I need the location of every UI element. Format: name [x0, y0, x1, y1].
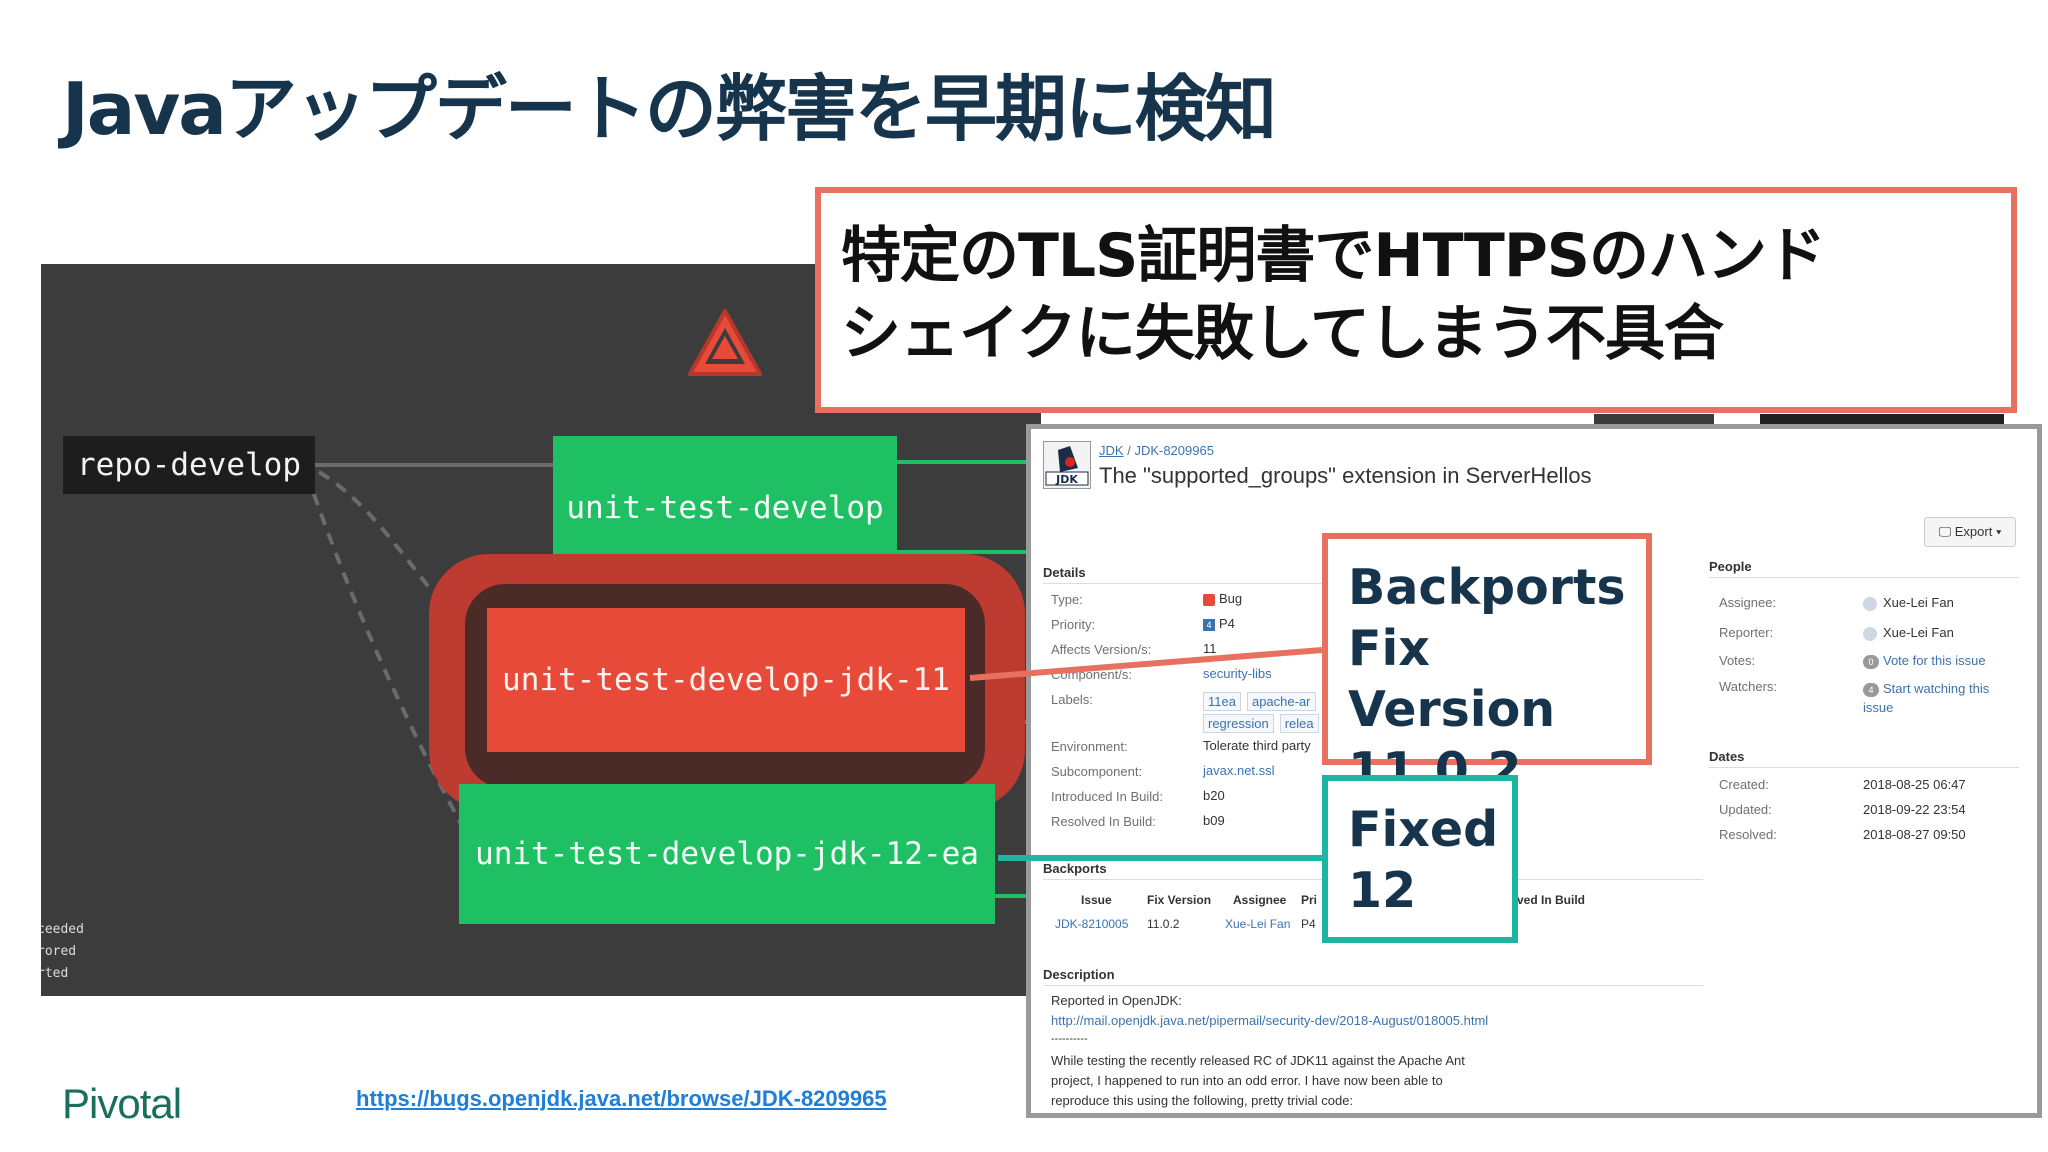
- breadcrumb-issue[interactable]: JDK-8209965: [1134, 443, 1214, 458]
- description-line: Reported in OpenJDK:: [1051, 993, 1182, 1008]
- details-type-value: Bug: [1203, 591, 1242, 606]
- description-link[interactable]: http://mail.openjdk.java.net/pipermail/s…: [1051, 1013, 1489, 1028]
- bug-summary-line-1: 特定のTLS証明書でHTTPSのハンド: [841, 221, 1826, 291]
- description-paragraph: reproduce this using the following, pret…: [1051, 1093, 1354, 1108]
- backports-col-assignee: Assignee: [1233, 893, 1287, 907]
- export-button[interactable]: 🖵 Export ▾: [1924, 517, 2016, 547]
- details-priority-label: Priority:: [1051, 617, 1096, 632]
- legend-succeeded: ceeded: [41, 922, 84, 937]
- created-label: Created:: [1719, 777, 1769, 792]
- backports-heading: Backports: [1043, 861, 1107, 876]
- background-strip: [1760, 414, 2004, 424]
- backports-callout-line: Fix Version: [1348, 620, 1556, 738]
- resolved-date-label: Resolved:: [1719, 827, 1777, 842]
- job-unit-test-develop-jdk-12-ea[interactable]: unit-test-develop-jdk-12-ea: [459, 784, 995, 924]
- issue-summary: The "supported_groups" extension in Serv…: [1099, 463, 1592, 488]
- details-component-value[interactable]: security-libs: [1203, 666, 1272, 681]
- details-type-label: Type:: [1051, 592, 1083, 607]
- details-resolved-label: Resolved In Build:: [1051, 814, 1156, 829]
- fixed-callout-version: 12: [1348, 862, 1417, 919]
- legend-errored: rored: [41, 944, 77, 959]
- description-heading: Description: [1043, 967, 1115, 982]
- backports-col-issue: Issue: [1081, 893, 1112, 907]
- label-tag[interactable]: regression: [1203, 714, 1274, 733]
- backport-priority: P4: [1301, 917, 1316, 931]
- description-paragraph: While testing the recently released RC o…: [1051, 1053, 1465, 1068]
- label-tag[interactable]: apache-ar: [1246, 692, 1316, 711]
- details-affects-label: Affects Version/s:: [1051, 642, 1152, 657]
- assignee-label: Assignee:: [1719, 595, 1777, 610]
- backport-fix-version: 11.0.2: [1147, 917, 1180, 931]
- updated-value: 2018-09-22 23:54: [1863, 802, 1966, 817]
- details-introduced-value: b20: [1203, 788, 1225, 803]
- details-affects-value: 11: [1203, 641, 1217, 656]
- details-labels-value: 11ea apache-ar regression relea: [1203, 691, 1333, 735]
- background-strip: [1594, 414, 1714, 424]
- avatar: [1863, 596, 1877, 611]
- legend-aborted: rted: [41, 966, 69, 981]
- assignee-value[interactable]: Xue-Lei Fan: [1863, 595, 1954, 611]
- backports-col-resolved-build: ved In Build: [1517, 893, 1586, 907]
- backports-callout-line: Backports: [1348, 559, 1626, 616]
- fixed-callout-line: Fixed: [1348, 801, 1499, 858]
- label-tag[interactable]: 11ea: [1203, 692, 1241, 711]
- slide-title: Javaアップデートの弊害を早期に検知: [62, 67, 1277, 151]
- details-subcomponent-value[interactable]: javax.net.ssl: [1203, 763, 1275, 778]
- details-subcomponent-label: Subcomponent:: [1051, 764, 1143, 779]
- backports-col-priority: Pri: [1301, 893, 1318, 907]
- breadcrumb-separator: /: [1127, 443, 1131, 458]
- export-label: Export: [1954, 524, 1993, 539]
- avatar: [1863, 626, 1877, 641]
- people-heading: People: [1709, 559, 1752, 574]
- watchers-label: Watchers:: [1719, 679, 1778, 694]
- backports-col-fix-version: Fix Version: [1147, 893, 1212, 907]
- votes-label: Votes:: [1719, 653, 1756, 668]
- source-link[interactable]: https://bugs.openjdk.java.net/browse/JDK…: [356, 1086, 887, 1111]
- bug-icon: [1203, 593, 1215, 606]
- updated-label: Updated:: [1719, 802, 1772, 817]
- description-paragraph: project, I happened to run into an odd e…: [1051, 1073, 1443, 1088]
- backports-callout: Backports Fix Version 11.0.2: [1322, 533, 1652, 799]
- resolved-date-value: 2018-08-27 09:50: [1863, 827, 1966, 842]
- details-resolved-value: b09: [1203, 813, 1225, 828]
- priority-icon: 4: [1203, 618, 1215, 631]
- export-icon: 🖵: [1938, 524, 1952, 539]
- chevron-down-icon: ▾: [1995, 524, 2002, 539]
- dates-heading: Dates: [1709, 749, 1745, 764]
- label-tag[interactable]: relea: [1279, 714, 1319, 733]
- fixed-callout: Fixed 12: [1322, 775, 1518, 943]
- job-unit-test-develop-jdk-11[interactable]: unit-test-develop-jdk-11: [487, 608, 965, 752]
- reporter-value[interactable]: Xue-Lei Fan: [1863, 625, 1954, 641]
- bug-summary-text: 特定のTLS証明書でHTTPSのハンド シェイクに失敗してしまう不具合: [841, 217, 2011, 373]
- svg-text:JDK: JDK: [1055, 473, 1078, 486]
- openjdk-duke-logo-icon: JDK: [1043, 441, 1091, 489]
- backport-issue-link[interactable]: JDK-8210005: [1055, 917, 1129, 931]
- breadcrumb-project[interactable]: JDK: [1099, 443, 1124, 458]
- warning-triangle-icon: [688, 309, 762, 376]
- details-environment-value: Tolerate third party: [1203, 738, 1311, 753]
- details-introduced-label: Introduced In Build:: [1051, 789, 1164, 804]
- reporter-label: Reporter:: [1719, 625, 1774, 640]
- pivotal-logo: Pivotal: [62, 1080, 182, 1127]
- connector-jdk11-to-backports: [969, 647, 1323, 681]
- details-labels-label: Labels:: [1051, 692, 1093, 707]
- bug-summary-callout: 特定のTLS証明書でHTTPSのハンド シェイクに失敗してしまう不具合: [815, 187, 2017, 413]
- resource-repo-develop[interactable]: repo-develop: [63, 436, 315, 494]
- description-separator: ----------: [1051, 1033, 1088, 1045]
- backport-assignee[interactable]: Xue-Lei Fan: [1225, 917, 1291, 931]
- created-value: 2018-08-25 06:47: [1863, 777, 1966, 792]
- details-environment-label: Environment:: [1051, 739, 1128, 754]
- bug-summary-line-2: シェイクに失敗してしまう不具合: [841, 299, 1724, 369]
- details-heading: Details: [1043, 565, 1086, 580]
